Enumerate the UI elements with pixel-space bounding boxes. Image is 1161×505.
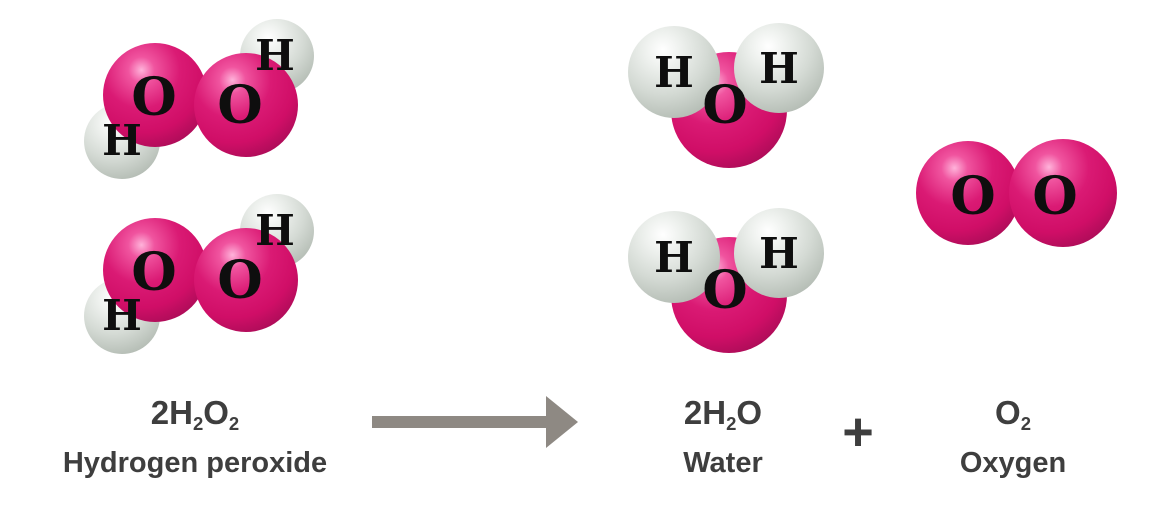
oxygen-atom: [194, 228, 298, 332]
hydrogen-atom: [628, 211, 720, 303]
formula-text: 2H: [683, 394, 727, 431]
atom-label: O: [702, 260, 748, 321]
formula-text: 2H: [150, 394, 193, 431]
hydrogen-peroxide-molecule-1: H O O H: [75, 10, 335, 190]
formula-text: O: [736, 394, 763, 431]
oxygen-label: O2 Oxygen: [913, 392, 1113, 481]
water-name: Water: [683, 446, 763, 479]
water-formula: 2H2O: [623, 392, 823, 445]
atom-label: H: [759, 44, 799, 93]
atom-label: O: [950, 166, 996, 227]
formula-subscript: 2: [192, 412, 204, 434]
atom-label: H: [654, 233, 694, 282]
hydrogen-atom: [628, 26, 720, 118]
atom-label: H: [102, 291, 142, 340]
atom-label: O: [217, 250, 263, 311]
atom-label: O: [1032, 166, 1078, 227]
atom-label: H: [759, 229, 799, 278]
oxygen-atom: [194, 53, 298, 157]
atom-label: O: [702, 75, 748, 136]
formula-text: O: [995, 394, 1021, 431]
oxygen-atom: [103, 43, 207, 147]
formula-subscript: 2: [1020, 412, 1031, 434]
hydrogen-peroxide-molecule-2: H O O H: [75, 185, 335, 365]
atom-label: H: [102, 116, 142, 165]
reactant-label: 2H2O2 Hydrogen peroxide: [20, 392, 370, 481]
reaction-arrow: [372, 416, 546, 428]
oxygen-name: Oxygen: [959, 446, 1067, 479]
hydrogen-atom: [734, 23, 824, 113]
atom-label: O: [217, 75, 263, 136]
oxygen-atom: [103, 218, 207, 322]
oxygen-atom: [916, 141, 1020, 245]
oxygen-atom: [1009, 139, 1117, 247]
formula-subscript: 2: [726, 412, 737, 434]
oxygen-formula: O2: [913, 392, 1113, 445]
atom-label: H: [255, 206, 295, 255]
reactant-formula: 2H2O2: [20, 392, 370, 445]
atom-label: O: [131, 67, 177, 128]
formula-subscript: 2: [228, 412, 240, 434]
oxygen-molecule: O O: [912, 135, 1124, 257]
formula-text: O: [203, 394, 229, 431]
water-molecule-2: H O H: [615, 200, 845, 370]
water-molecule-1: H O H: [615, 15, 845, 185]
atom-label: H: [654, 48, 694, 97]
hydrogen-atom: [734, 208, 824, 298]
atom-label: O: [131, 242, 177, 303]
plus-sign: +: [842, 402, 874, 462]
reaction-arrow-head: [546, 396, 578, 448]
water-label: 2H2O Water: [623, 392, 823, 481]
reactant-name: Hydrogen peroxide: [62, 446, 328, 479]
atom-label: H: [255, 31, 295, 80]
